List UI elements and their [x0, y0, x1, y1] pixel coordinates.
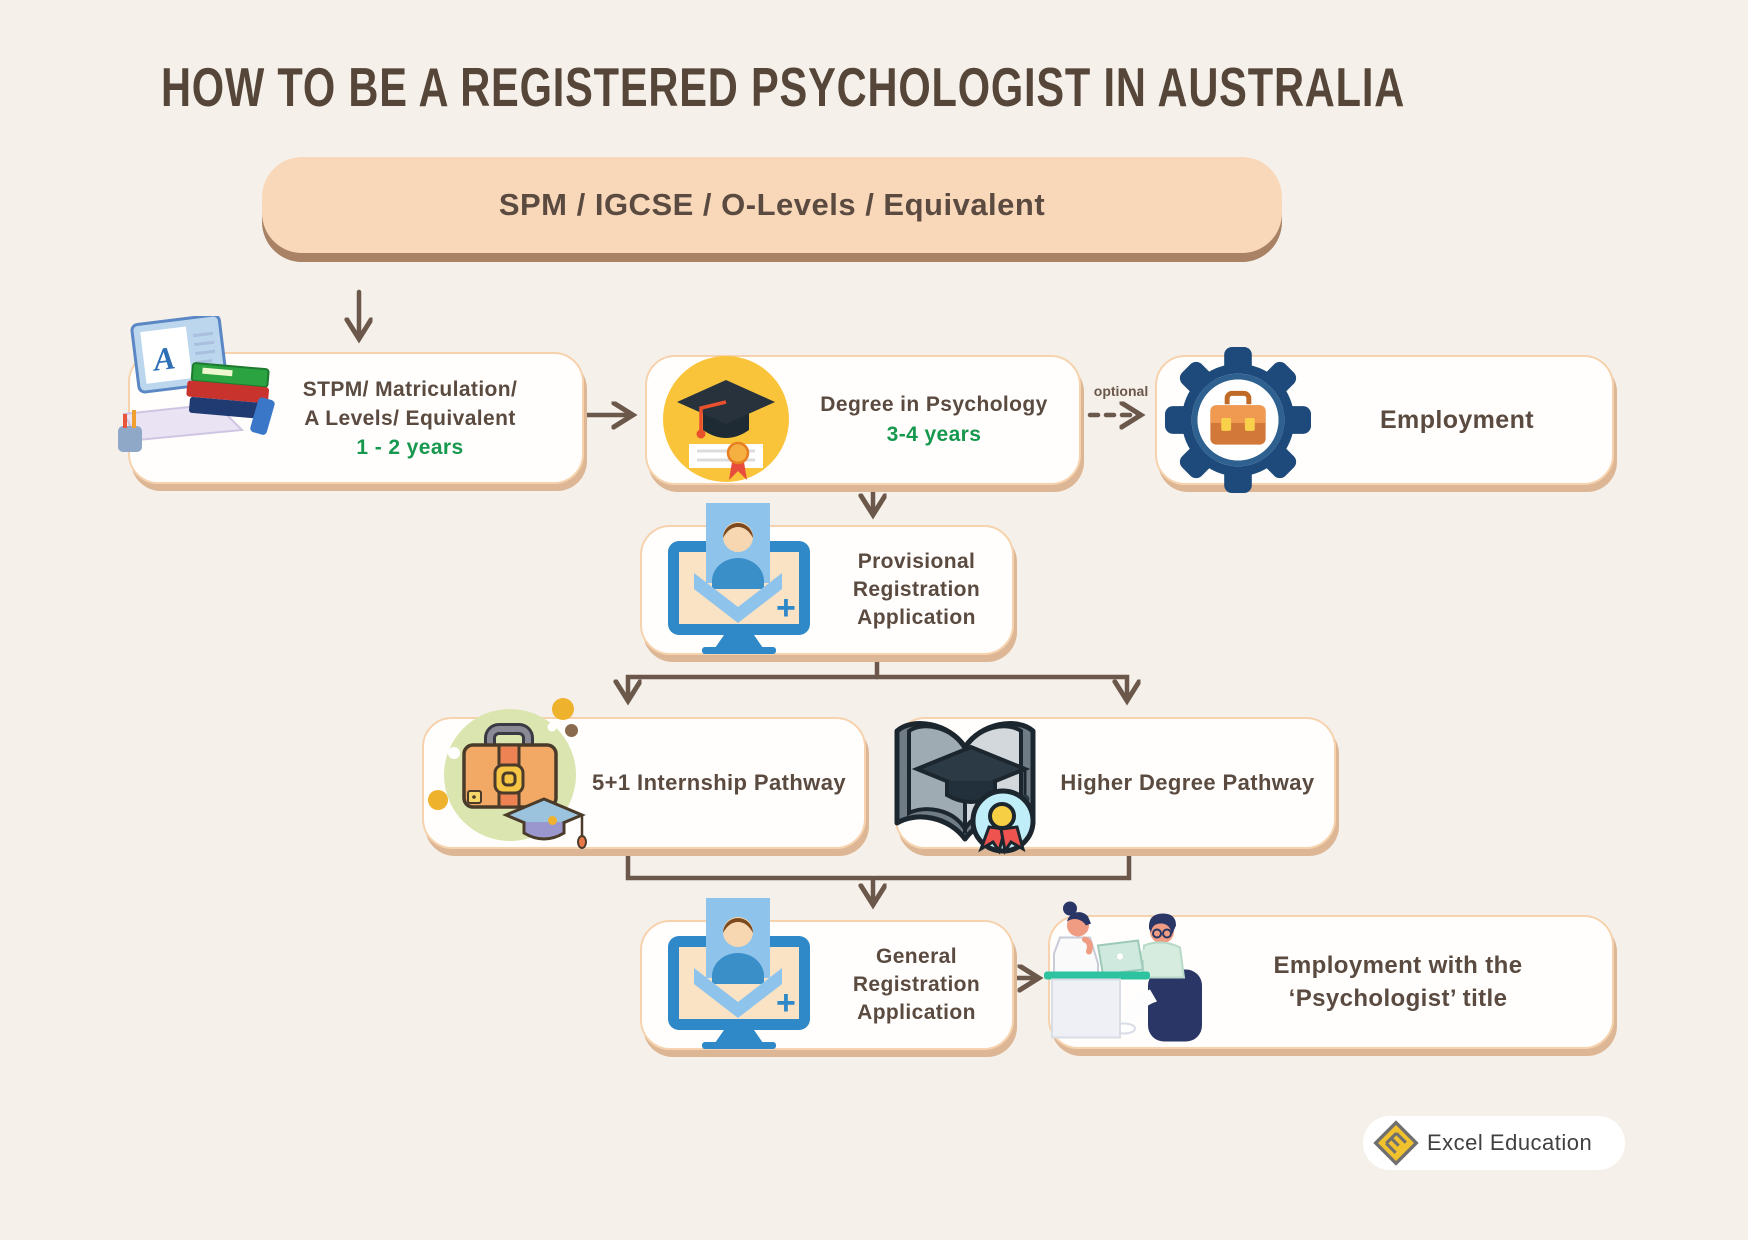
node-stpm-line2: A Levels/ Equivalent: [304, 406, 516, 430]
brand-name: Excel Education: [1427, 1130, 1593, 1155]
node-employment-label: Employment: [1379, 405, 1535, 434]
node-internship-pathway: 5+1 Internship Pathway: [422, 709, 866, 849]
decor-dot-yellow-1: [552, 698, 574, 720]
merge-from-higher-degree: [872, 843, 1132, 881]
node-employment-psychologist: Employment with the ‘Psychologist’ title: [1044, 901, 1614, 1049]
optional-label: optional: [1093, 383, 1149, 399]
consultation-illustration: [1044, 901, 1202, 1042]
laptop-books-icon: A: [118, 316, 275, 452]
decor-dot-brown: [565, 724, 578, 737]
node-internship-label: 5+1 Internship Pathway: [592, 770, 846, 795]
brand-badge: Excel Education: [1363, 1116, 1625, 1170]
node-higher-degree-label: Higher Degree Pathway: [1060, 770, 1315, 795]
decor-dot-yellow-3: [548, 816, 557, 825]
page-title: HOW TO BE A REGISTERED PSYCHOLOGIST IN A…: [160, 57, 1406, 119]
book-gradcap-badge-icon: [894, 721, 1036, 855]
monitor-application-icon: +: [668, 503, 810, 654]
branch-to-higher-degree: [874, 674, 1127, 700]
node-general-line1: General: [875, 945, 957, 968]
node-degree: Degree in Psychology 3-4 years: [645, 355, 1081, 485]
node-provisional-line1: Provisional: [857, 550, 976, 573]
node-employment-psych-line1: Employment with the: [1273, 952, 1523, 979]
node-spm: SPM / IGCSE / O-Levels / Equivalent: [262, 157, 1282, 253]
node-degree-label: Degree in Psychology: [820, 393, 1048, 416]
gear-briefcase-icon: [1164, 346, 1312, 494]
decor-dot-yellow-2: [428, 790, 448, 810]
node-stpm-line1: STPM/ Matriculation/: [302, 377, 518, 401]
svg-text:+: +: [776, 984, 796, 1022]
monitor-application-icon: +: [668, 898, 810, 1049]
merge-from-internship: [625, 843, 874, 881]
node-general-line2: Registration: [852, 973, 981, 996]
node-general-registration: + General Registration Application: [640, 898, 1014, 1050]
graduation-cap-icon: [663, 356, 789, 482]
excel-education-logo-icon: [1373, 1120, 1419, 1166]
node-spm-label: SPM / IGCSE / O-Levels / Equivalent: [498, 187, 1046, 222]
node-employment: Employment: [1155, 346, 1614, 494]
svg-text:+: +: [776, 589, 796, 627]
node-stpm: A STPM/ Matriculation/ A Levels/ Equival…: [118, 316, 584, 484]
node-provisional-line3: Application: [857, 606, 976, 629]
node-provisional-line2: Registration: [852, 578, 981, 601]
node-employment-psych-line2: ‘Psychologist’ title: [1288, 985, 1508, 1012]
node-degree-duration: 3-4 years: [886, 423, 982, 446]
node-provisional-registration: + Provisional Registration Application: [640, 503, 1014, 655]
node-general-line3: Application: [857, 1001, 976, 1024]
branch-to-internship: [628, 674, 880, 700]
briefcase-gradcap-icon: [444, 709, 587, 849]
node-stpm-duration: 1 - 2 years: [356, 435, 464, 459]
node-higher-degree-pathway: Higher Degree Pathway: [894, 717, 1336, 855]
